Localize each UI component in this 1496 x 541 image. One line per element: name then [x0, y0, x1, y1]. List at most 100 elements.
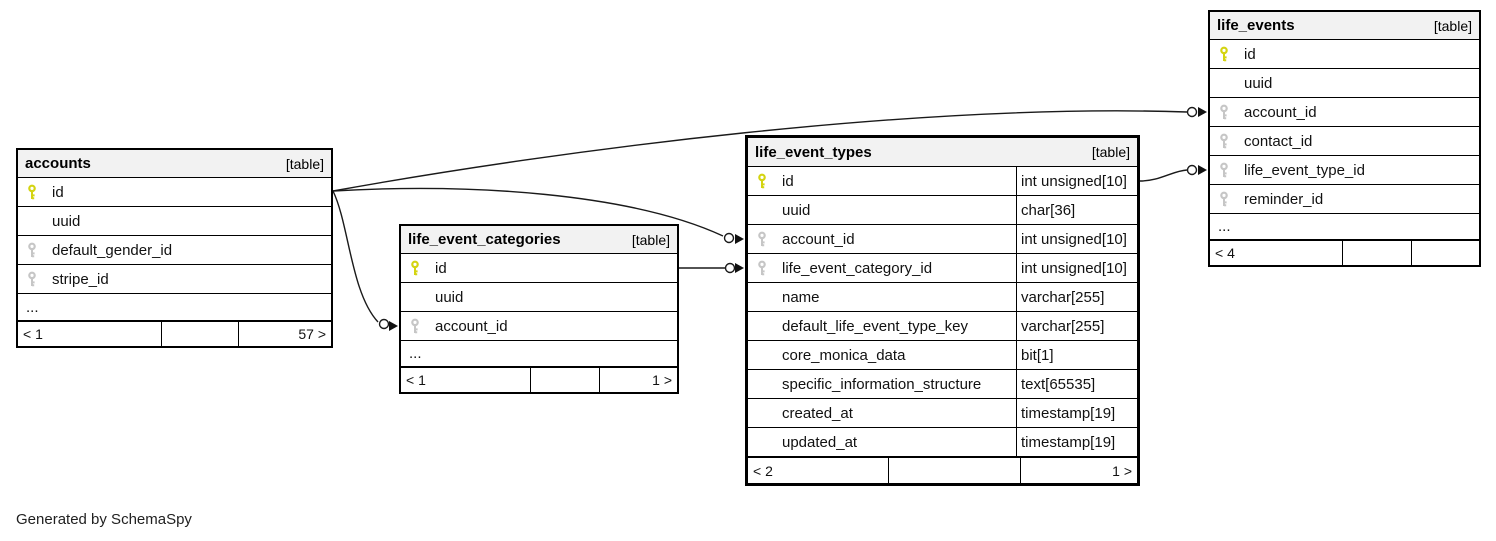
column-type: int unsigned[10] [1016, 225, 1137, 253]
table-header[interactable]: accounts [table] [18, 150, 331, 178]
table-life-event-categories[interactable]: life_event_categories [table] id uuid ac… [399, 224, 679, 394]
column-name: stripe_id [52, 270, 109, 288]
foreign-key-icon [26, 271, 38, 287]
zero-many-circle [723, 232, 735, 244]
primary-key-icon [26, 184, 38, 200]
column-name: account_id [782, 230, 855, 248]
footer-middle-cell [1343, 241, 1412, 265]
zero-many-circle [1186, 106, 1198, 118]
column-row: life_event_type_id [1210, 156, 1479, 185]
table-badge: [table] [1091, 144, 1130, 160]
column-row: uuid [1210, 69, 1479, 98]
table-footer: < 1 57 > [18, 321, 331, 346]
table-footer: < 4 [1210, 240, 1479, 265]
footer-children-count: < 1 [401, 368, 531, 392]
column-name: uuid [52, 212, 81, 230]
footer-parents-count: 57 > [298, 326, 326, 342]
ellipsis-row: ... [1210, 214, 1479, 240]
foreign-key-icon [756, 231, 768, 247]
table-life-event-types[interactable]: life_event_types [table] id int unsigned… [745, 135, 1140, 486]
ellipsis-label: ... [1218, 218, 1231, 235]
table-header[interactable]: life_events [table] [1210, 12, 1479, 40]
column-type: timestamp[19] [1016, 428, 1137, 456]
foreign-key-icon [756, 260, 768, 276]
table-accounts[interactable]: accounts [table] id uuid default_gender_… [16, 148, 333, 348]
footer-middle-cell [162, 322, 239, 346]
generated-by-note: Generated by SchemaSpy [16, 511, 192, 528]
column-row: account_id [1210, 98, 1479, 127]
ellipsis-row: ... [401, 341, 677, 367]
column-name: default_gender_id [52, 241, 173, 259]
column-name: uuid [1244, 74, 1273, 92]
foreign-key-icon [1218, 104, 1230, 120]
column-name: uuid [782, 201, 811, 219]
column-name: default_life_event_type_key [782, 317, 968, 335]
column-row: account_id int unsigned[10] [748, 225, 1137, 254]
column-type: int unsigned[10] [1016, 254, 1137, 282]
table-header[interactable]: life_event_types [table] [748, 138, 1137, 167]
arrowhead-icon [735, 234, 744, 244]
footer-children-count: < 4 [1210, 241, 1343, 265]
column-name: id [1244, 45, 1256, 63]
foreign-key-icon [1218, 162, 1230, 178]
foreign-key-icon [1218, 191, 1230, 207]
ellipsis-label: ... [26, 298, 39, 316]
column-name: reminder_id [1244, 190, 1324, 208]
ellipsis-label: ... [409, 345, 422, 362]
ellipsis-row: ... [18, 294, 331, 321]
column-name: specific_information_structure [782, 375, 982, 393]
column-row: default_life_event_type_key varchar[255] [748, 312, 1137, 341]
zero-many-circle [724, 262, 736, 274]
primary-key-icon [409, 260, 421, 276]
footer-parents-count [1412, 241, 1479, 265]
primary-key-icon [756, 173, 768, 189]
column-row: uuid [401, 283, 677, 312]
column-row: updated_at timestamp[19] [748, 428, 1137, 457]
footer-middle-cell [889, 458, 1021, 483]
relationship-line [332, 187, 724, 237]
column-name: name [782, 288, 820, 306]
column-row: core_monica_data bit[1] [748, 341, 1137, 370]
column-type: int unsigned[10] [1016, 167, 1137, 195]
column-name: uuid [435, 288, 464, 306]
table-badge: [table] [285, 155, 324, 172]
column-row: created_at timestamp[19] [748, 399, 1137, 428]
foreign-key-icon [1218, 133, 1230, 149]
table-title: life_events [1217, 17, 1295, 34]
column-name: life_event_type_id [1244, 161, 1365, 179]
column-name: id [52, 183, 64, 201]
table-badge: [table] [1433, 17, 1472, 34]
column-type: char[36] [1016, 196, 1137, 224]
column-row: default_gender_id [18, 236, 331, 265]
column-row: contact_id [1210, 127, 1479, 156]
footer-middle-cell [531, 368, 600, 392]
column-row: account_id [401, 312, 677, 341]
column-row: name varchar[255] [748, 283, 1137, 312]
arrowhead-icon [1198, 165, 1207, 175]
column-name: account_id [1244, 103, 1317, 121]
column-type: timestamp[19] [1016, 399, 1137, 427]
relationship-line [332, 110, 1188, 192]
column-type: varchar[255] [1016, 283, 1137, 311]
table-badge: [table] [631, 231, 670, 248]
column-row: uuid [18, 207, 331, 236]
column-name: core_monica_data [782, 346, 906, 364]
column-name: contact_id [1244, 132, 1313, 150]
footer-parents-count: 1 > [652, 372, 672, 388]
column-row: uuid char[36] [748, 196, 1137, 225]
arrowhead-icon [735, 263, 744, 273]
column-row: stripe_id [18, 265, 331, 294]
table-life-events[interactable]: life_events [table] id uuid account_id c… [1208, 10, 1481, 267]
relationship-line [332, 190, 379, 323]
foreign-key-icon [409, 318, 421, 334]
table-title: life_event_categories [408, 231, 561, 248]
footer-parents-count: 1 > [1112, 462, 1132, 479]
column-row: id int unsigned[10] [748, 167, 1137, 196]
column-name: life_event_category_id [782, 259, 933, 277]
column-name: id [782, 172, 794, 190]
table-header[interactable]: life_event_categories [table] [401, 226, 677, 254]
column-row: reminder_id [1210, 185, 1479, 214]
table-footer: < 1 1 > [401, 367, 677, 392]
